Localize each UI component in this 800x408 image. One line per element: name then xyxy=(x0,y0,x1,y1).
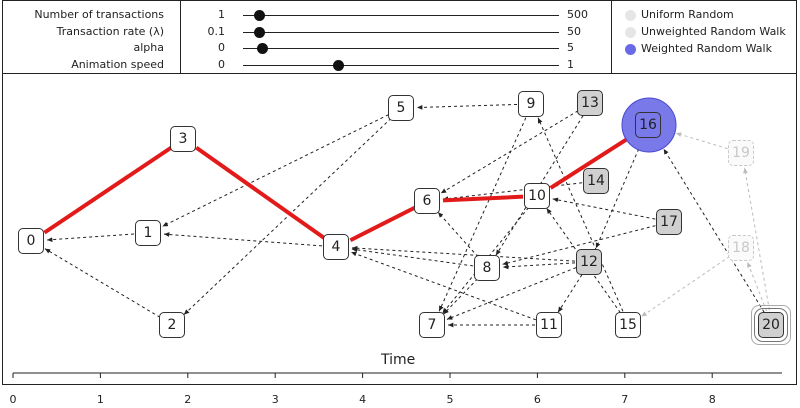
slider-min: 1 xyxy=(218,8,225,21)
approval-edge xyxy=(502,225,656,266)
edge-layer xyxy=(43,97,770,328)
walk-path-edge xyxy=(442,194,524,203)
alpha-slider[interactable] xyxy=(243,43,559,54)
slider-max: 500 xyxy=(567,8,588,21)
approval-edge xyxy=(442,182,583,201)
slider-max: 5 xyxy=(567,41,574,54)
approval-edge xyxy=(537,117,624,312)
node-19[interactable]: 19 xyxy=(728,140,754,166)
faded-edge xyxy=(641,256,730,317)
approval-edge xyxy=(163,232,323,247)
approval-edge xyxy=(350,251,537,321)
radio-dot-icon xyxy=(625,9,636,21)
node-12[interactable]: 12 xyxy=(576,249,602,275)
node-2[interactable]: 2 xyxy=(159,312,185,338)
approval-edge xyxy=(443,278,478,315)
transaction-graph xyxy=(2,73,797,385)
axis-tick-label: 8 xyxy=(708,393,716,406)
node-9[interactable]: 9 xyxy=(518,91,544,117)
slider-min: 0.1 xyxy=(207,25,226,38)
slider-thumb[interactable] xyxy=(256,43,268,54)
faded-edge xyxy=(675,132,728,150)
node-14[interactable]: 14 xyxy=(583,168,609,194)
approval-edge xyxy=(557,274,583,313)
node-10[interactable]: 10 xyxy=(524,183,550,209)
walk-path-edge xyxy=(549,137,629,190)
slider-thumb[interactable] xyxy=(253,27,265,38)
node-11[interactable]: 11 xyxy=(536,312,562,338)
node-17[interactable]: 17 xyxy=(656,209,682,235)
walk-path-edge xyxy=(43,145,173,235)
approval-edge xyxy=(437,211,479,258)
faded-edge xyxy=(746,261,768,312)
radio-dot-icon xyxy=(625,26,636,38)
node-6[interactable]: 6 xyxy=(414,188,440,214)
node-18[interactable]: 18 xyxy=(728,235,754,261)
faded-edge xyxy=(743,167,770,311)
axis-tick-label: 0 xyxy=(9,393,17,406)
approval-edge xyxy=(438,117,527,312)
approval-edge xyxy=(502,262,576,270)
axis-tick-label: 7 xyxy=(621,393,629,406)
approval-edge xyxy=(44,248,161,318)
approval-edge xyxy=(183,117,392,316)
node-13[interactable]: 13 xyxy=(577,90,603,116)
node-7[interactable]: 7 xyxy=(419,312,445,338)
slider-thumb[interactable] xyxy=(332,60,344,71)
legend-label: Weighted Random Walk xyxy=(641,42,772,55)
axis-tick-label: 4 xyxy=(359,393,367,406)
active-walker-highlight xyxy=(621,97,677,153)
approval-edge xyxy=(552,197,656,220)
approval-edge xyxy=(351,247,474,267)
node-0[interactable]: 0 xyxy=(18,228,44,254)
transactions-slider[interactable] xyxy=(243,10,559,21)
approval-edge xyxy=(446,267,577,320)
axis-tick-label: 1 xyxy=(96,393,104,406)
slider-label: alpha xyxy=(133,41,165,54)
walk-path-edge xyxy=(349,205,416,243)
approval-edge xyxy=(663,148,765,313)
slider-thumb[interactable] xyxy=(253,10,265,21)
slider-label: Transaction rate (λ) xyxy=(56,25,164,38)
approval-edge xyxy=(416,103,518,110)
slider-max: 1 xyxy=(567,58,574,71)
speed-slider[interactable] xyxy=(243,60,559,71)
mode-weighted-random-walk[interactable]: Weighted Random Walk xyxy=(625,42,772,56)
slider-min: 0 xyxy=(218,58,225,71)
mode-unweighted-random-walk[interactable]: Unweighted Random Walk xyxy=(625,25,786,39)
radio-dot-icon xyxy=(625,43,636,55)
approval-edge xyxy=(595,148,640,249)
axis-label: Time xyxy=(381,352,416,368)
approval-edge xyxy=(351,245,576,262)
rate-slider[interactable] xyxy=(243,27,559,38)
slider-min: 0 xyxy=(218,41,225,54)
node-8[interactable]: 8 xyxy=(474,255,500,281)
axis-tick-label: 3 xyxy=(271,393,279,406)
slider-max: 50 xyxy=(567,25,581,38)
node-1[interactable]: 1 xyxy=(135,220,161,246)
panel-divider xyxy=(180,1,181,73)
slider-label: Number of transactions xyxy=(34,8,164,21)
axis-tick-label: 5 xyxy=(446,393,454,406)
node-16[interactable]: 16 xyxy=(635,112,661,138)
node-15[interactable]: 15 xyxy=(615,312,641,338)
legend-label: Unweighted Random Walk xyxy=(641,25,786,38)
approval-edge xyxy=(46,233,135,243)
axis-tick-label: 2 xyxy=(184,393,192,406)
node-5[interactable]: 5 xyxy=(388,95,414,121)
panel-divider xyxy=(611,1,612,73)
walk-path-edge xyxy=(195,146,326,240)
axis-tick-label: 6 xyxy=(533,393,541,406)
node-20[interactable]: 20 xyxy=(751,305,791,345)
approval-edge xyxy=(162,114,389,227)
legend-label: Uniform Random xyxy=(641,8,734,21)
approval-edge xyxy=(440,110,579,194)
slider-label: Animation speed xyxy=(71,58,164,71)
node-3[interactable]: 3 xyxy=(170,126,196,152)
mode-uniform-random[interactable]: Uniform Random xyxy=(625,8,734,22)
node-4[interactable]: 4 xyxy=(323,234,349,260)
control-panel: Number of transactions 1 500 Transaction… xyxy=(2,0,797,74)
